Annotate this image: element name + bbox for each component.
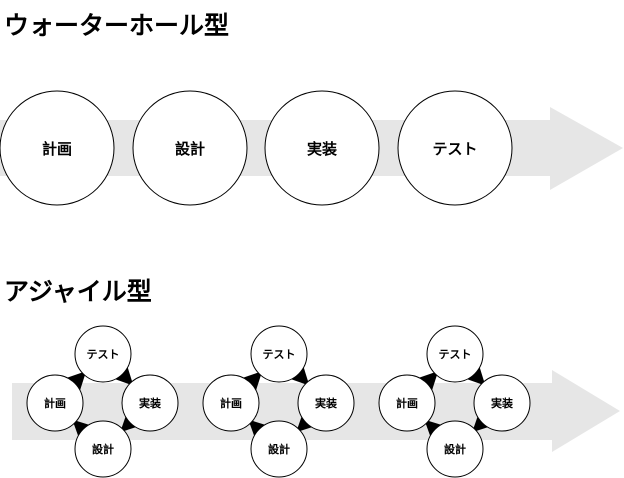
agile-step-circle [121, 374, 179, 432]
agile-step-circle [74, 420, 132, 478]
agile-step-label: 計画 [44, 396, 66, 410]
agile-step-circle [426, 325, 484, 383]
agile-step-circle [26, 374, 84, 432]
agile-step-label: 設計 [444, 442, 466, 456]
agile-title: アジャイル型 [4, 277, 152, 306]
waterfall-step-circle [397, 90, 513, 206]
agile-step-label: 設計 [268, 442, 290, 456]
agile-step-circle [426, 420, 484, 478]
agile-step-label: 実装 [139, 396, 161, 410]
agile-step-label: テスト [87, 348, 120, 361]
agile-step-label: テスト [439, 348, 472, 361]
agile-step-label: 計画 [396, 396, 418, 410]
agile-step-label: 実装 [315, 396, 337, 410]
waterfall-step-circle [264, 90, 380, 206]
agile-step-label: 計画 [220, 396, 242, 410]
waterfall-step-label: 設計 [175, 140, 205, 158]
waterfall-step-label: テスト [432, 140, 477, 158]
agile-step-circle [250, 325, 308, 383]
agile-step-circle [250, 420, 308, 478]
waterfall-step-label: 計画 [42, 140, 72, 158]
agile-step-label: テスト [263, 348, 296, 361]
agile-step-circle [202, 374, 260, 432]
agile-step-label: 設計 [92, 442, 114, 456]
waterfall-title: ウォーターホール型 [4, 11, 230, 40]
waterfall-step-label: 実装 [307, 140, 338, 158]
agile-step-circle [74, 325, 132, 383]
agile-step-label: 実装 [491, 396, 513, 410]
agile-step-circle [297, 374, 355, 432]
agile-step-circle [473, 374, 531, 432]
waterfall-step-circle [132, 90, 248, 206]
agile-step-circle [378, 374, 436, 432]
waterfall-step-circle [0, 90, 115, 206]
